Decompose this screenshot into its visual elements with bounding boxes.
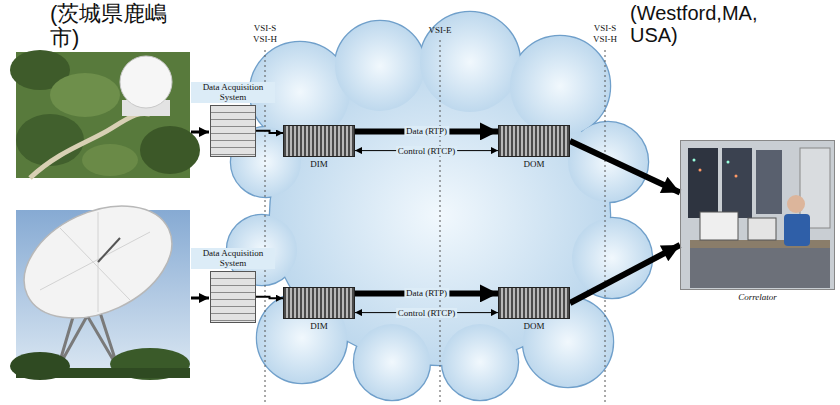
acquisition-rack: Data Acquisition System bbox=[191, 248, 275, 323]
site-name: (Westford,MA, USA) bbox=[630, 2, 795, 46]
feed-arrow bbox=[191, 131, 209, 134]
node-heading: Data Acquisition System bbox=[191, 248, 275, 269]
rack-shape bbox=[210, 105, 256, 157]
unit-shape bbox=[498, 125, 570, 157]
dom-module: DOM bbox=[498, 125, 570, 169]
node-label: DOM bbox=[522, 321, 545, 331]
node-label: Correlator bbox=[737, 292, 778, 302]
interface-name: VSI-S bbox=[585, 24, 625, 34]
node-label: DOM bbox=[522, 159, 545, 169]
acquisition-rack: Data Acquisition System bbox=[191, 82, 275, 157]
node-heading: Data Acquisition System bbox=[191, 82, 275, 103]
unit-shape bbox=[498, 287, 570, 319]
feed-arrow bbox=[191, 297, 209, 300]
dom-module: DOM bbox=[498, 287, 570, 331]
feed-arrow bbox=[256, 131, 283, 133]
output-arrow bbox=[570, 245, 680, 303]
dish-photo bbox=[6, 184, 190, 380]
radome-photo bbox=[10, 50, 200, 178]
unit-shape bbox=[283, 125, 355, 157]
rack-shape bbox=[210, 271, 256, 323]
feed-arrow bbox=[256, 297, 283, 299]
site-name: (茨城県鹿嶋市) bbox=[50, 2, 182, 50]
dim-module: DIM bbox=[283, 287, 355, 331]
interface-name: VSI-E bbox=[420, 26, 460, 36]
edge-label: Control (RTCP) bbox=[396, 308, 458, 318]
node-label: DIM bbox=[309, 159, 329, 169]
interface-name: VSI-H bbox=[245, 35, 285, 45]
node-label: DIM bbox=[309, 321, 329, 331]
edge-label: Data (RTP) bbox=[404, 126, 449, 136]
output-arrow bbox=[570, 141, 680, 193]
edge-label: Control (RTCP) bbox=[396, 146, 458, 156]
edge-label: Data (RTP) bbox=[404, 288, 449, 298]
dim-module: DIM bbox=[283, 125, 355, 169]
interface-name: VSI-S bbox=[245, 24, 285, 34]
unit-shape bbox=[283, 287, 355, 319]
correlator-photo bbox=[680, 140, 835, 290]
photo-shape bbox=[680, 140, 835, 290]
interface-boundary bbox=[265, 40, 605, 402]
correlator: Correlator bbox=[680, 140, 835, 302]
interface-name: VSI-H bbox=[585, 35, 625, 45]
